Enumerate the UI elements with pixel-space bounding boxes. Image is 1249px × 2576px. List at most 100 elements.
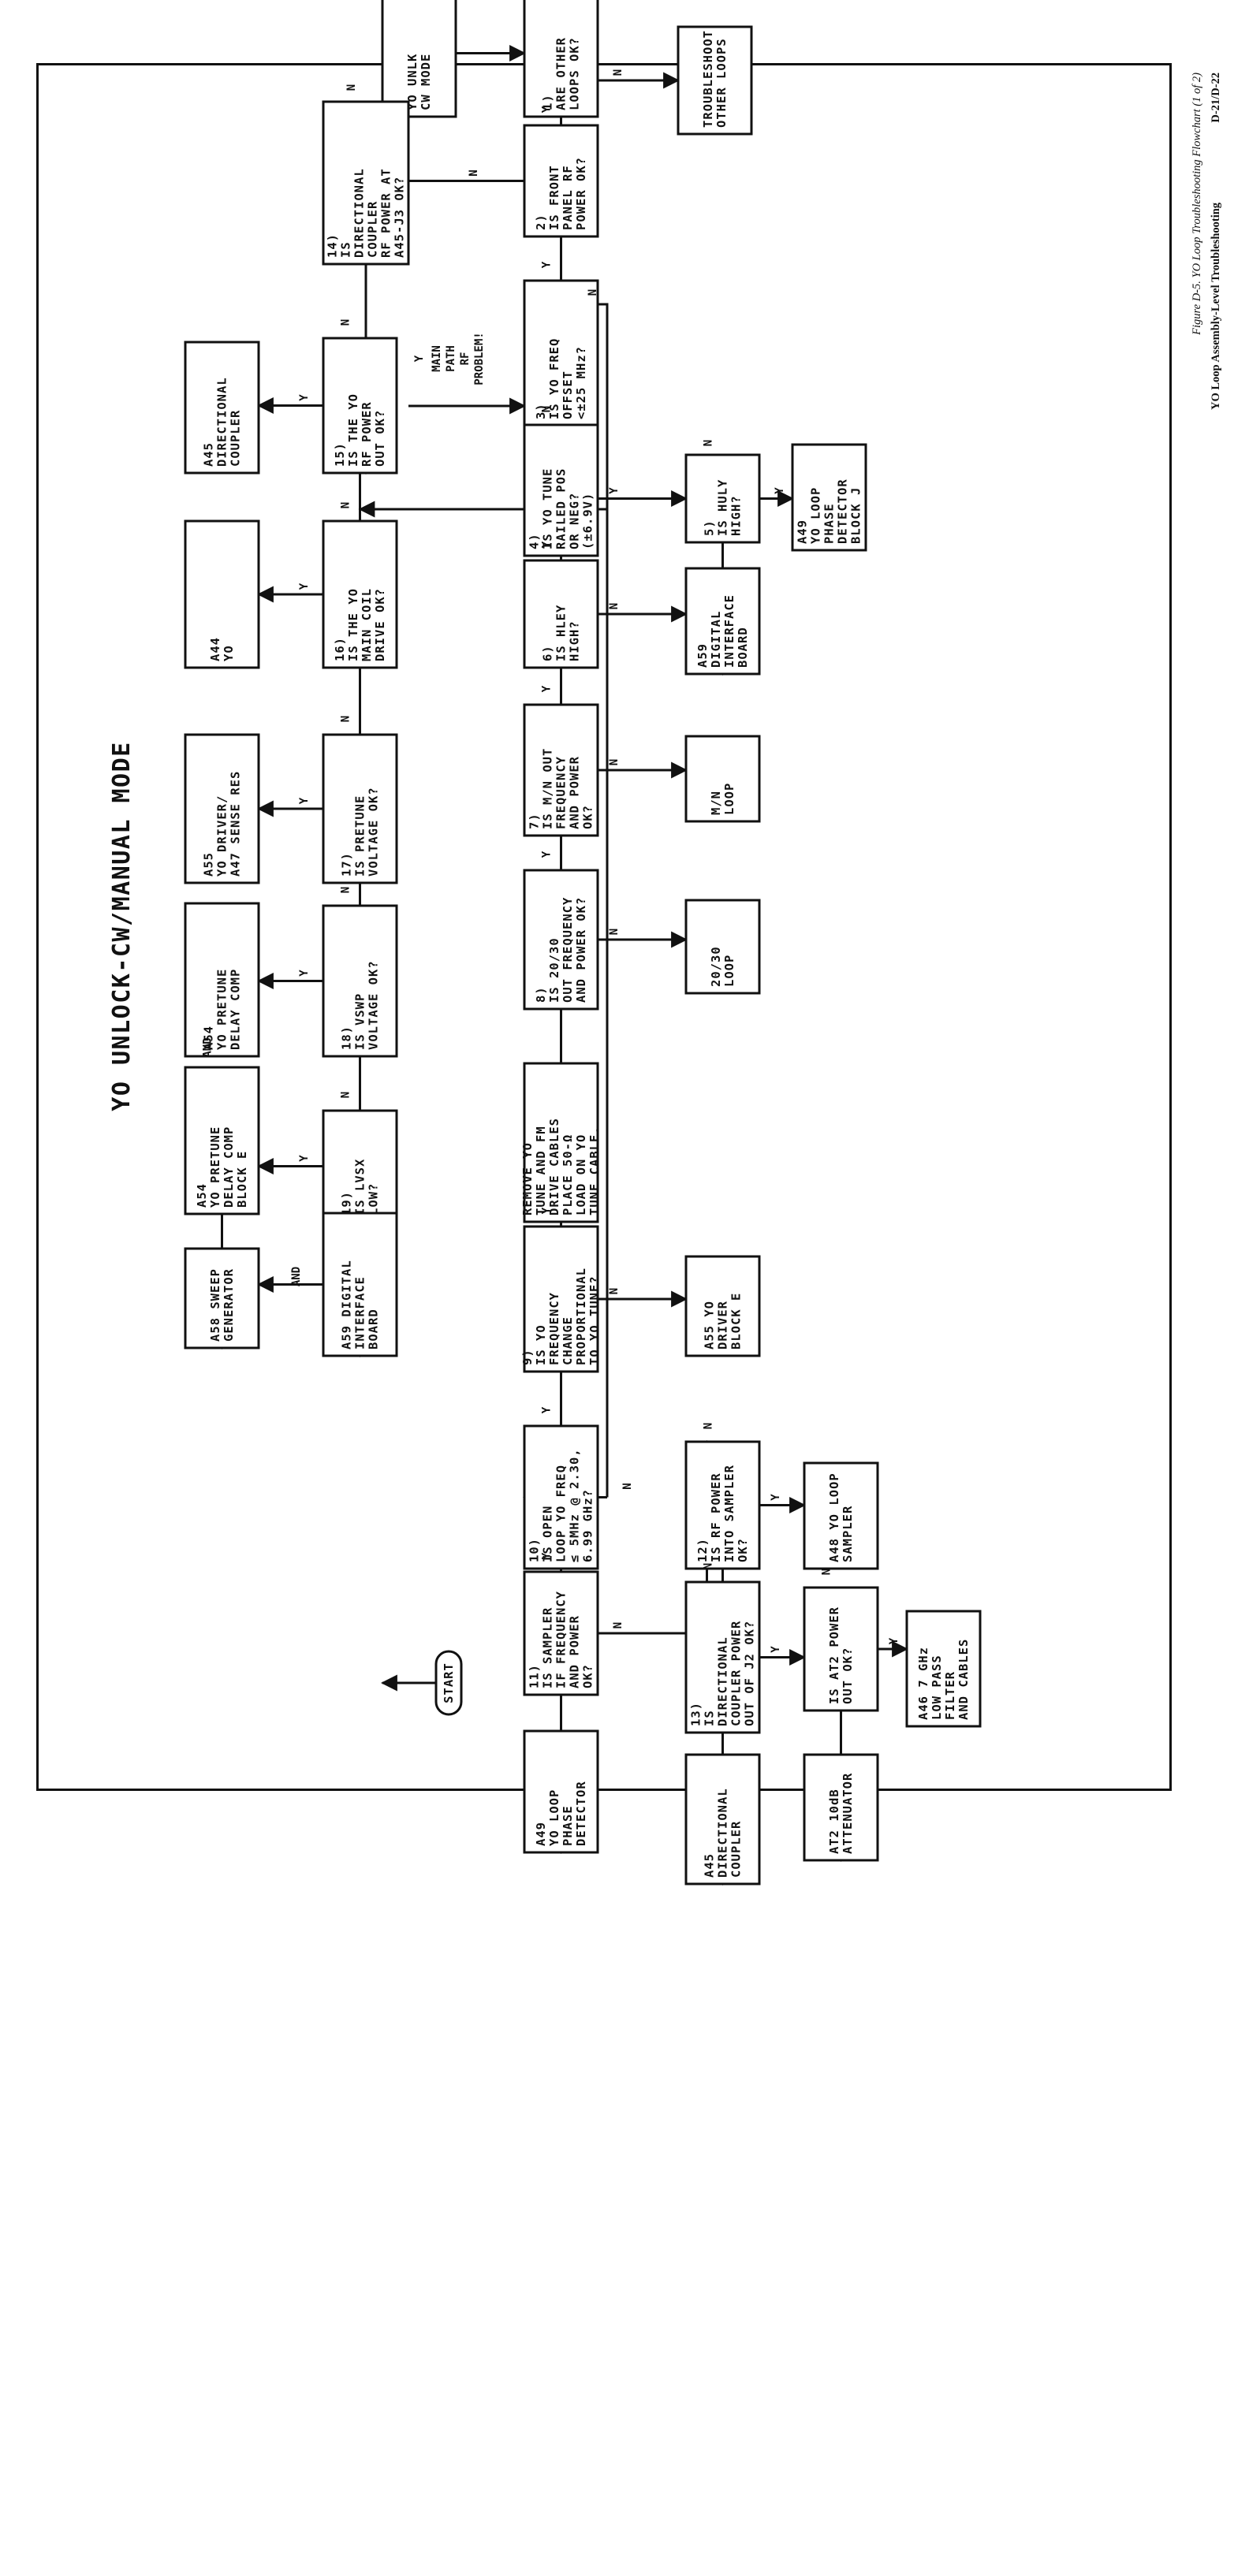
label-no: N xyxy=(541,406,554,412)
box-text-line: ≤ 5MHz @ 2.30, xyxy=(568,1448,582,1562)
label-yes: Y xyxy=(298,970,311,977)
box-q15: 15)IS THE YORF POWEROUT OK? xyxy=(322,337,398,475)
box-text-line: INTERFACE xyxy=(353,1276,367,1349)
box-text: 20/30LOOP xyxy=(709,946,736,987)
box-a55-upper: A55YO DRIVER/A47 SENSE RES xyxy=(184,733,260,884)
box-a59-upper: A59 DIGITALINTERFACEBOARD xyxy=(322,1212,398,1357)
box-text: 12)IS RF POWERINTO SAMPLEROK? xyxy=(695,1465,750,1562)
box-text-line: AT2 10dB xyxy=(827,1789,841,1854)
box-outline xyxy=(684,1753,761,1885)
label-yes: Y xyxy=(541,106,554,113)
box-text-line: IS PRETUNE xyxy=(353,795,367,877)
box-q11: 11)IS SAMPLERIF FREQUENCYAND POWEROK? xyxy=(523,1570,599,1696)
box-text-line: BLOCK J xyxy=(849,487,863,544)
box-text-line: SAMPLER xyxy=(841,1506,855,1562)
label-yes: Y xyxy=(413,355,426,362)
box-text-line: COUPLER xyxy=(729,1821,744,1878)
box-remove-yo: REMOVE YOTUNE AND FMDRIVE CABLESPLACE 50… xyxy=(520,1062,602,1223)
box-outline xyxy=(322,904,398,1058)
box-text: 3)IS YO FREQOFFSET<±25 MHz? xyxy=(534,338,588,419)
box-text: A59DIGITALINTERFACEBOARD xyxy=(695,594,750,668)
box-text-line: FILTER xyxy=(943,1671,957,1720)
box-text-line: IS xyxy=(339,241,353,258)
box-text-line: A59 xyxy=(695,643,710,668)
box-outline xyxy=(523,124,599,238)
box-text-line: 1) xyxy=(541,94,555,110)
box-text-line: PROPORTIONAL xyxy=(574,1268,588,1365)
box-text: A49YO LOOPPHASEDETECTOR xyxy=(534,1781,588,1846)
box-text-line: DELAY COMP xyxy=(222,1126,236,1208)
box-outline xyxy=(322,1109,398,1223)
box-outline xyxy=(523,1729,599,1854)
box-text-line: IS HLEY xyxy=(554,605,569,661)
box-text-line: OTHER LOOPS xyxy=(714,38,729,128)
box-outline xyxy=(523,1424,599,1570)
box-outline xyxy=(322,519,398,669)
box-text-line: OUT OK? xyxy=(841,1647,855,1704)
start-terminator: START xyxy=(434,1650,463,1716)
box-text-line: PLACE 50-Ω xyxy=(561,1134,575,1215)
box-a55-lower: A55 YODRIVERBLOCK E xyxy=(684,1255,761,1357)
box-text-line: RAILED POS xyxy=(554,468,569,549)
label-yes: Y xyxy=(541,1207,554,1214)
box-text-line: PANEL RF xyxy=(561,165,575,230)
box-text-line: ATTENUATOR xyxy=(841,1773,855,1854)
box-a45-left: A45DIRECTIONALCOUPLER xyxy=(184,341,260,475)
box-q18: 18)IS VSWPVOLTAGE OK? xyxy=(322,904,398,1058)
box-text-line: DIGITAL xyxy=(709,611,723,668)
start-outline xyxy=(434,1650,463,1716)
label-no: N xyxy=(608,1288,621,1294)
box-text-line: RF POWER AT xyxy=(379,168,393,258)
box-text-line: OUT OF J2 OK? xyxy=(743,1621,757,1726)
box-q7: 7)IS M/N OUTFREQUENCYAND POWEROK? xyxy=(523,703,599,837)
label-no: N xyxy=(340,319,352,326)
label-no: N xyxy=(621,1483,634,1489)
box-text-line: MAIN COIL xyxy=(360,588,374,661)
box-a48: A48 YO LOOPSAMPLER xyxy=(803,1461,879,1570)
box-text-line: YO LOOP xyxy=(809,487,823,544)
label-yes: Y xyxy=(541,685,554,692)
box-text-line: INTERFACE xyxy=(722,594,736,668)
box-text-line: OK? xyxy=(581,1664,595,1688)
box-a45-right: A45DIRECTIONALCOUPLER xyxy=(684,1753,761,1885)
branch-labels: NYYNYMAINPATHRFPROBLEM!NYNYNYNYNYNANDAND… xyxy=(202,69,901,1653)
box-text-line: 20/30 xyxy=(709,946,723,987)
box-q12: 12)IS RF POWERINTO SAMPLEROK? xyxy=(684,1440,761,1570)
box-text: 10)IS OPENLOOP YO FREQ≤ 5MHz @ 2.30,6.99… xyxy=(528,1448,595,1562)
box-text-line: A45 xyxy=(703,1853,717,1878)
box-q6: 6)IS HLEYHIGH? xyxy=(523,559,599,669)
box-text: A44YO xyxy=(208,637,236,661)
label-no: N xyxy=(340,1092,352,1098)
box-q5: 5)IS HULYHIGH? xyxy=(684,453,761,544)
box-outline xyxy=(322,337,398,475)
box-text: 8)IS 20/30OUT FREQUENCYAND POWER OK? xyxy=(534,897,588,1003)
box-text: 17)IS PRETUNEVOLTAGE OK? xyxy=(340,787,381,877)
label-yes: Y xyxy=(298,1155,311,1162)
box-a54-pretune: A54YO PRETUNEDELAY COMP xyxy=(184,902,260,1058)
label-no: N xyxy=(703,1563,715,1569)
box-text-line: DRIVER xyxy=(716,1301,730,1349)
box-text-line: M/N xyxy=(709,791,723,815)
box-q10: 10)IS OPENLOOP YO FREQ≤ 5MHz @ 2.30,6.99… xyxy=(523,1424,599,1570)
label-no: N xyxy=(608,759,621,765)
box-text-line: A48 YO LOOP xyxy=(827,1472,841,1562)
box-text-line: 4) xyxy=(528,533,542,549)
box-text-line: BOARD xyxy=(736,627,750,668)
box-text-line: IS OPEN xyxy=(541,1506,555,1562)
box-q17: 17)IS PRETUNEVOLTAGE OK? xyxy=(322,733,398,884)
box-q1: 1)ARE OTHERLOOPS OK? xyxy=(523,0,599,118)
box-text-line: FREQUENCY xyxy=(554,756,569,829)
and-label: AND xyxy=(290,1267,303,1286)
box-q3: 3)IS YO FREQOFFSET<±25 MHz? xyxy=(523,279,599,427)
box-at2-q: IS AT2 POWEROUT OK? xyxy=(803,1586,879,1712)
box-text-line: LOAD ON YO xyxy=(574,1134,588,1215)
box-text: 5)IS HULYHIGH? xyxy=(703,479,744,536)
box-text-line: 16) xyxy=(333,637,347,661)
box-text-line: COUPLER xyxy=(229,410,243,467)
box-text-line: A55 YO xyxy=(703,1301,717,1349)
box-text-line: 7) xyxy=(528,813,542,829)
box-outline xyxy=(523,1062,599,1223)
box-text-line: IS xyxy=(703,1710,717,1726)
box-text-line: A59 DIGITAL xyxy=(340,1260,354,1349)
